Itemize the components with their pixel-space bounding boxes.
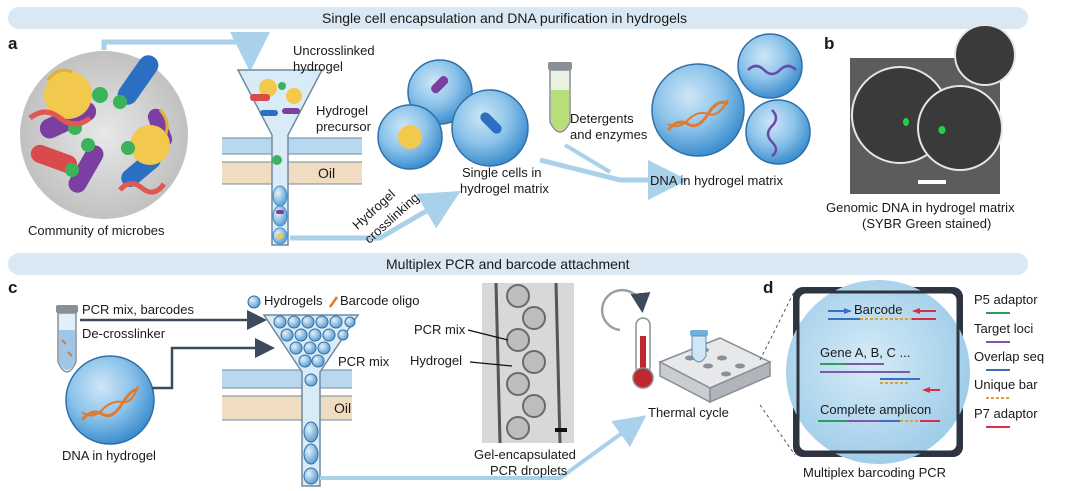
pcr-funnel — [222, 314, 360, 487]
detergent-arrow — [563, 143, 612, 174]
barcode-label: Barcode — [854, 302, 903, 317]
legend-label-p5: P5 adaptor — [974, 292, 1038, 307]
precursor-label-1: Hydrogel — [316, 103, 369, 118]
panel-label-c: c — [8, 278, 18, 297]
panel-label-d: d — [763, 278, 774, 297]
cells-to-dna-arrow — [539, 157, 688, 200]
community-to-funnel-arrow — [101, 32, 270, 72]
dna-hydrogels — [651, 33, 811, 165]
gene-primers — [820, 363, 940, 393]
community-label: Community of microbes — [28, 223, 165, 238]
legend-label-target: Target loci — [974, 321, 1034, 336]
complete-amplicon-label: Complete amplicon — [820, 402, 932, 417]
barcoding-pcr-caption: Multiplex barcoding PCR — [803, 465, 947, 480]
pcr-mix-barcodes-label: PCR mix, barcodes — [82, 302, 194, 317]
droplet-micrograph — [482, 282, 574, 444]
micro-pcr-mix-label: PCR mix — [414, 322, 466, 337]
barcode-oligo-legend-icon — [328, 296, 339, 308]
droplet-to-thermal-arrow — [320, 415, 647, 480]
dna-in-hydrogel-label: DNA in hydrogel — [62, 448, 156, 463]
single-cells-label-2: hydrogel matrix — [460, 181, 549, 196]
oil-label-a: Oil — [318, 165, 336, 181]
pcr-mix-channel-label: PCR mix — [338, 354, 390, 369]
detergents-tube-icon — [548, 62, 572, 133]
droplets-caption-1: Gel-encapsulated — [474, 447, 576, 462]
top-banner-title: Single cell encapsulation and DNA purifi… — [322, 10, 687, 26]
genes-label: Gene A, B, C ... — [820, 345, 911, 360]
detergents-label-2: and enzymes — [570, 127, 648, 142]
top-banner — [8, 7, 1028, 29]
single-cells-label-1: Single cells in — [462, 165, 542, 180]
micro-hydrogel-label: Hydrogel — [410, 353, 463, 368]
dna-hydrogel-arrow — [152, 338, 275, 390]
micro-pcr-mix-pointer — [467, 329, 509, 341]
legend-hydrogels-label: Hydrogels — [264, 293, 323, 308]
panel-label-b: b — [824, 34, 835, 53]
barcode-primers — [828, 308, 936, 320]
oil-label-c: Oil — [334, 400, 352, 416]
pcr-mix-tube-icon — [56, 305, 78, 373]
decrosslinker-label: De-crosslinker — [82, 326, 166, 341]
middle-banner-title: Multiplex PCR and barcode attachment — [386, 256, 630, 272]
detergents-label-1: Detergents — [570, 111, 634, 126]
community-of-microbes-illustration — [20, 51, 188, 219]
legend-label-p7: P7 adaptor — [974, 406, 1038, 421]
thermal-cycler-icon — [600, 288, 772, 404]
panel-label-a: a — [8, 34, 18, 53]
crosslinking-arrow — [290, 190, 461, 241]
legend-swatches — [986, 312, 1010, 428]
zoom-line-top — [759, 289, 796, 361]
uncrosslinked-label-2: hydrogel — [293, 59, 343, 74]
encapsulation-funnel — [222, 69, 362, 246]
sybr-green-micrograph — [850, 24, 1016, 194]
hydrogel-legend-icon — [247, 295, 261, 309]
uncrosslinked-label-1: Uncrosslinked — [293, 43, 375, 58]
micro-hydrogel-pointer — [469, 361, 513, 367]
legend-label-overlap: Overlap seq — [974, 349, 1045, 364]
thermal-cycle-label: Thermal cycle — [648, 405, 729, 420]
zoom-line-bottom — [759, 404, 796, 456]
micrograph-caption-1: Genomic DNA in hydrogel matrix — [826, 200, 1015, 215]
dna-matrix-label: DNA in hydrogel matrix — [650, 173, 783, 188]
single-cells-hydrogels — [377, 59, 529, 170]
middle-banner — [8, 253, 1028, 275]
legend-barcode-oligo-label: Barcode oligo — [340, 293, 420, 308]
dna-in-hydrogel-bead — [65, 355, 155, 445]
legend-label-unique: Unique bar — [974, 377, 1038, 392]
micrograph-caption-2: (SYBR Green stained) — [862, 216, 992, 231]
precursor-label-2: precursor — [316, 119, 371, 134]
droplets-caption-2: PCR droplets — [490, 463, 568, 478]
